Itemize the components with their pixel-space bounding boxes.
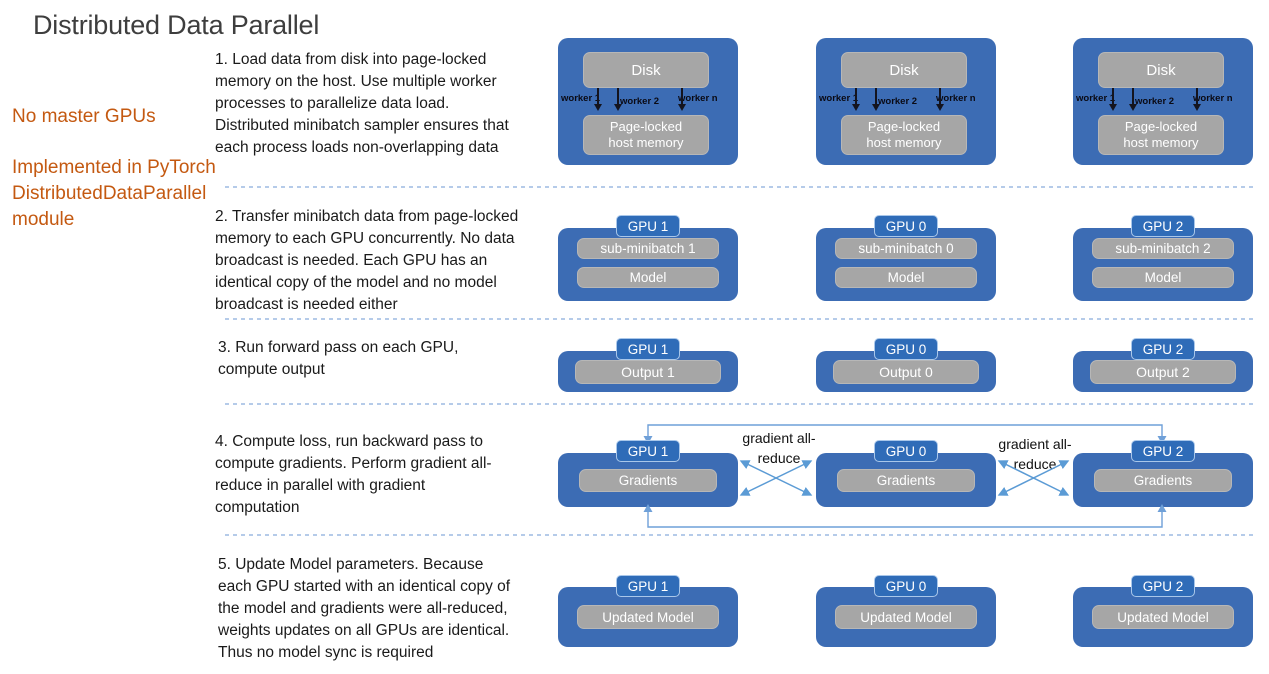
output-box: Output 0 [833, 360, 979, 384]
workern-label: worker n [936, 93, 976, 104]
gpu-tab: GPU 0 [874, 440, 938, 462]
allreduce-label-left: gradient all- reduce [742, 430, 816, 466]
host-card-1: Disk worker 1 worker 2 worker n Page-loc… [558, 38, 738, 165]
output-box: Output 2 [1090, 360, 1236, 384]
ring-bottom-line [647, 512, 1163, 528]
page-title: Distributed Data Parallel [33, 10, 320, 40]
allreduce-label-right: gradient all- reduce [998, 436, 1072, 472]
disk-box: Disk [583, 52, 709, 88]
gpu-card-body: Gradients [1073, 453, 1253, 507]
gpu-tab: GPU 1 [616, 575, 680, 597]
updated-model-box: Updated Model [1092, 605, 1234, 629]
workern-label: worker n [1193, 93, 1233, 104]
gpu-card-body: sub-minibatch 0 Model [816, 228, 996, 301]
model-box: Model [835, 267, 977, 288]
sub-minibatch-box: sub-minibatch 2 [1092, 238, 1234, 259]
row-separator-1 [225, 186, 1255, 188]
worker-arrow-icon [593, 88, 602, 111]
worker-arrow-icon [871, 88, 880, 111]
gradients-box: Gradients [1094, 469, 1232, 492]
workern-label: worker n [678, 93, 718, 104]
host-memory-box: Page-locked host memory [841, 115, 967, 155]
host-memory-box: Page-locked host memory [1098, 115, 1224, 155]
gpu-tab: GPU 2 [1131, 575, 1195, 597]
output-box: Output 1 [575, 360, 721, 384]
row-separator-4 [225, 534, 1255, 536]
worker-arrow-icon [677, 88, 686, 111]
gpu-tab: GPU 0 [874, 215, 938, 237]
worker2-label: worker 2 [878, 96, 918, 107]
updated-model-box: Updated Model [577, 605, 719, 629]
gpu-card-body: Gradients [816, 453, 996, 507]
row-separator-2 [225, 318, 1255, 320]
worker-arrow-icon [1108, 88, 1117, 111]
gpu-tab: GPU 1 [616, 215, 680, 237]
step-4-text: 4. Compute loss, run backward pass to co… [215, 433, 492, 516]
note-no-master-gpus: No master GPUs [12, 106, 156, 127]
gpu-tab: GPU 1 [616, 338, 680, 360]
worker1-label: worker 1 [561, 93, 601, 104]
worker2-label: worker 2 [1135, 96, 1175, 107]
sub-minibatch-box: sub-minibatch 1 [577, 238, 719, 259]
gpu-card-body: Gradients [558, 453, 738, 507]
gpu-card-body: Updated Model [1073, 587, 1253, 647]
step-1-text: 1. Load data from disk into page-locked … [215, 51, 509, 156]
gpu-tab: GPU 2 [1131, 440, 1195, 462]
model-box: Model [1092, 267, 1234, 288]
host-card-2: Disk worker 1 worker 2 worker n Page-loc… [816, 38, 996, 165]
gpu-card-body: Updated Model [816, 587, 996, 647]
worker-arrow-icon [851, 88, 860, 111]
step-3-text: 3. Run forward pass on each GPU, compute… [218, 339, 459, 378]
gradients-box: Gradients [837, 469, 975, 492]
gpu-card-body: Updated Model [558, 587, 738, 647]
gradients-box: Gradients [579, 469, 717, 492]
worker2-label: worker 2 [620, 96, 660, 107]
disk-box: Disk [841, 52, 967, 88]
worker-arrow-icon [935, 88, 944, 111]
worker-arrow-icon [1192, 88, 1201, 111]
worker-arrow-icon [613, 88, 622, 111]
gpu-card-body: Output 0 [816, 351, 996, 392]
updated-model-box: Updated Model [835, 605, 977, 629]
host-memory-box: Page-locked host memory [583, 115, 709, 155]
host-card-3: Disk worker 1 worker 2 worker n Page-loc… [1073, 38, 1253, 165]
gpu-tab: GPU 0 [874, 338, 938, 360]
step-5-text: 5. Update Model parameters. Because each… [218, 556, 511, 661]
gpu-tab: GPU 1 [616, 440, 680, 462]
model-box: Model [577, 267, 719, 288]
worker1-label: worker 1 [1076, 93, 1116, 104]
gpu-tab: GPU 2 [1131, 338, 1195, 360]
gpu-card-body: sub-minibatch 1 Model [558, 228, 738, 301]
gpu-tab: GPU 0 [874, 575, 938, 597]
sub-minibatch-box: sub-minibatch 0 [835, 238, 977, 259]
note-implemented-pytorch: Implemented in PyTorch DistributedDataPa… [12, 157, 216, 230]
worker1-label: worker 1 [819, 93, 859, 104]
gpu-tab: GPU 2 [1131, 215, 1195, 237]
worker-arrow-icon [1128, 88, 1137, 111]
step-2-text: 2. Transfer minibatch data from page-loc… [215, 208, 519, 313]
disk-box: Disk [1098, 52, 1224, 88]
gpu-card-body: sub-minibatch 2 Model [1073, 228, 1253, 301]
row-separator-3 [225, 403, 1255, 405]
